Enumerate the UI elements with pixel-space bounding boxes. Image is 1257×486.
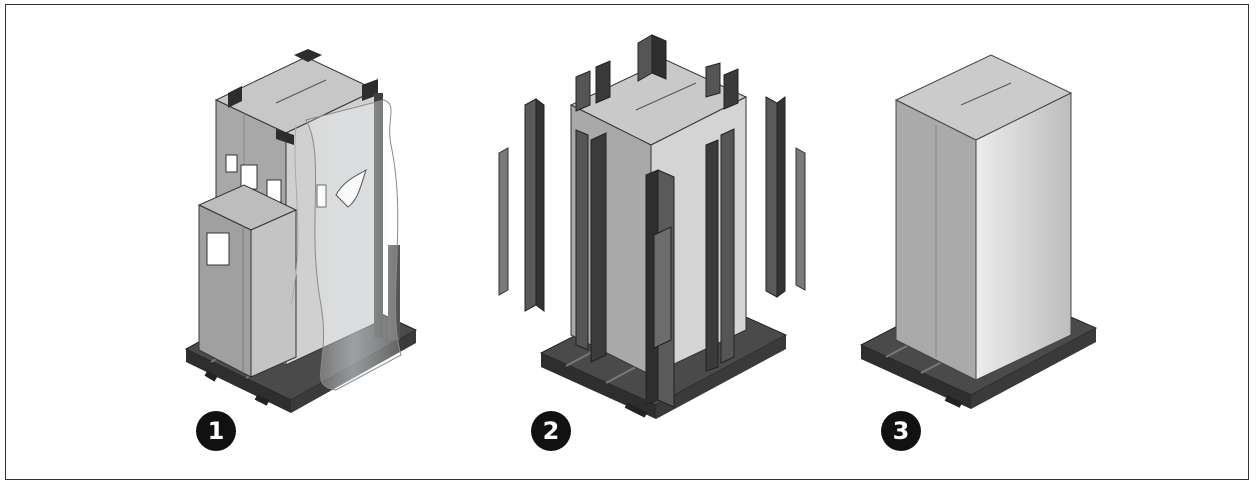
step-badge-3: 3 (881, 411, 921, 451)
separated-corner-posts (498, 96, 806, 312)
cabinet-1-front-box (197, 184, 298, 378)
plastic-film (305, 99, 402, 391)
corner-posts-front (575, 128, 735, 408)
step-badge-1: 1 (196, 411, 236, 451)
unpacking-illustration (184, 34, 1098, 419)
step-badge-2: 2 (531, 411, 571, 451)
illustration-frame: 1 2 3 (5, 4, 1249, 480)
scene-2-corner-posts-removed (498, 34, 806, 419)
cabinet-3-body (894, 54, 1073, 381)
scene-1-packed-unit (184, 49, 418, 413)
scene-3-unpacked-unit (859, 54, 1098, 409)
